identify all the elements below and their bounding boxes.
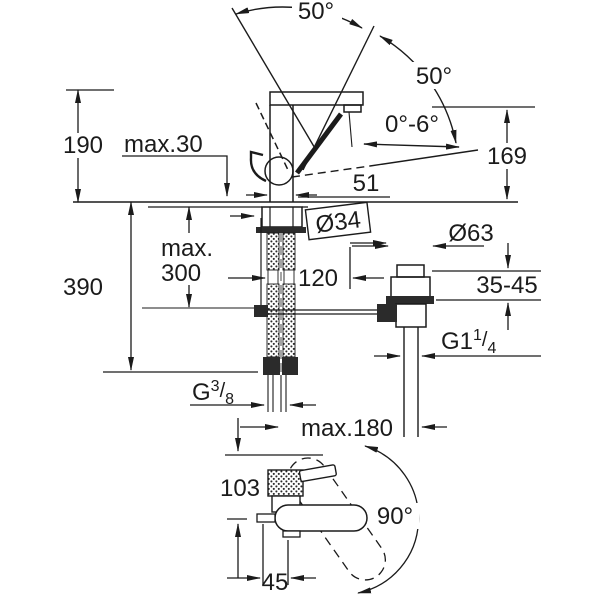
angle-open-right-label: 50° [416,63,452,90]
flex-hose-right [282,232,296,271]
deck-thickness-label: max.30 [124,131,203,158]
flex-hose-left-lower [266,283,280,358]
body-depth-label: 51 [353,170,380,197]
dim-51 [246,192,390,198]
shank-diameter-label: Ø34 [314,206,362,238]
d34-callout: Ø34 [304,201,372,241]
rod-reach-label: max.180 [301,415,393,442]
leader-line [122,155,230,197]
supply-pipes [267,375,287,412]
dim-35-45 [432,243,541,330]
drain-side-knob [377,304,397,322]
dim-103 [227,518,247,578]
handle-lever-dashed [255,102,289,171]
hose-offset-label: 120 [298,265,338,292]
faucet-below-deck [254,206,378,412]
swivel-angle-label: 90° [377,503,413,530]
spout-tilt-label: 0°-6° [385,111,439,138]
handle-hook-detail [249,150,267,183]
spout-pill [274,504,368,532]
spout-pivot-tab [256,513,276,523]
body-top [267,469,304,497]
faucet-top-view [225,445,420,594]
hose-connector-left [263,357,280,375]
hose-length-label-2: 300 [161,260,201,287]
tilt-bracket [363,141,460,150]
hose-length-label-1: max. [161,235,213,262]
deck [73,201,518,208]
drain-thread-label: G11/4 [441,327,496,357]
lever-top [298,464,337,483]
cartridge-circle [264,156,294,186]
dim-390 [103,201,258,373]
drain-flange-diameter-label: Ø63 [448,220,493,247]
dim-max180 [235,418,447,452]
label-bg [292,0,342,25]
tilt-line-solid [369,149,479,167]
faucet-front-view [249,91,364,202]
outlet-height-label: 169 [487,143,527,170]
handle-lever-solid [294,112,344,175]
label-bg [156,233,218,285]
flex-hose-right-lower [282,283,296,358]
handle-angle-line-left [231,7,317,151]
flex-hose-left [266,232,280,271]
label-bg [484,143,530,169]
label-bg [471,273,543,298]
callout-box [304,201,372,241]
drain-assembly [377,264,434,437]
drain-oring [386,296,434,304]
base-step [282,530,301,538]
tilt-line-dashed [291,165,371,178]
rod-ball-joint [254,305,268,317]
top-view-offset-label: 45 [262,569,289,596]
spout-top-bar [269,91,364,106]
angle-open-left-label: 50° [298,0,334,25]
supply-thread-label: G3/8 [192,378,234,408]
height-above-deck-label: 190 [63,132,103,159]
label-bg [58,133,108,158]
label-bg [409,62,459,89]
dim-45 [227,524,316,585]
label-bg [371,503,419,529]
dim-max30 [122,155,230,197]
below-deck-height-label: 390 [63,274,103,301]
water-stream-line [348,111,353,148]
top-view-depth-label: 103 [220,475,260,502]
washer [256,227,306,233]
hose-connector-right [282,357,298,375]
drain-clamp-range-label: 35-45 [476,272,537,299]
spout-outlet-nozzle [343,104,362,113]
